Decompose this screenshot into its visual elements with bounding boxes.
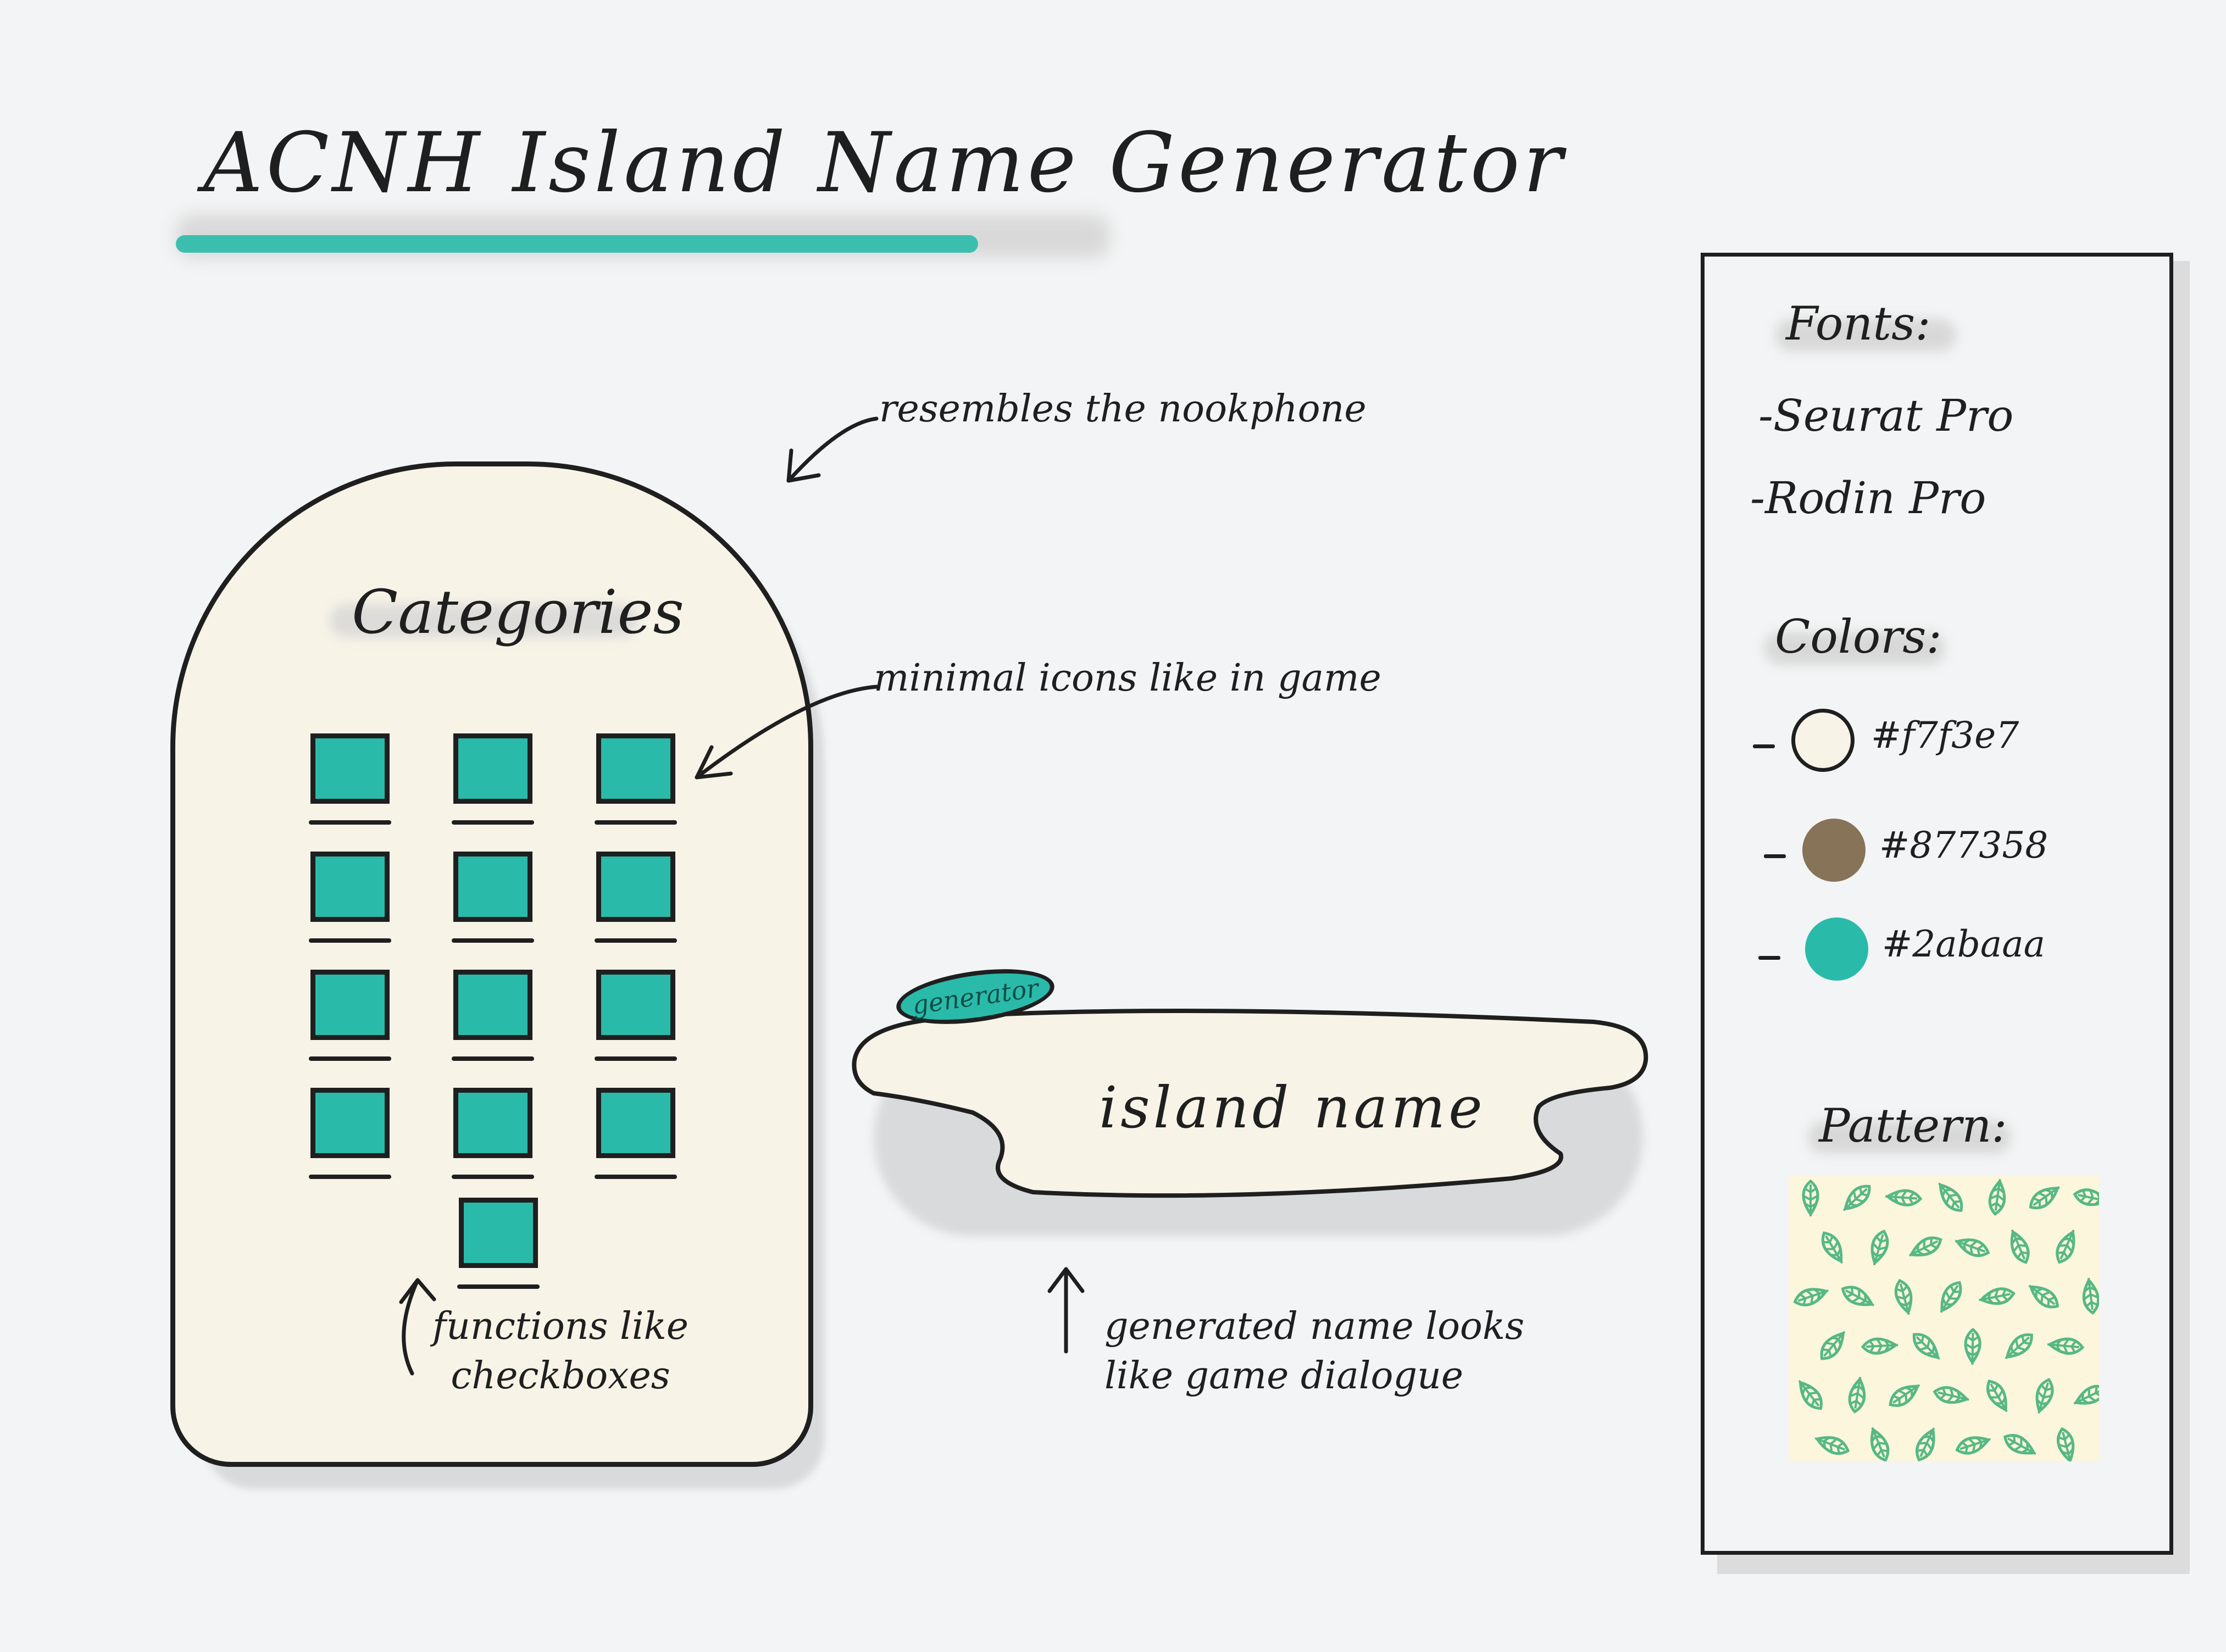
- leaf-icon: [1802, 1179, 1819, 1217]
- leaf-icon: [2073, 1384, 2099, 1405]
- category-checkbox[interactable]: [307, 1084, 393, 1162]
- leaf-icon: [1940, 1281, 1962, 1313]
- category-checkbox[interactable]: [592, 1084, 679, 1162]
- font-item: -Seurat Pro: [1758, 390, 2014, 441]
- leaf-icon: [1988, 1178, 2006, 1216]
- leaf-icon: [1964, 1327, 1981, 1365]
- pattern-heading: Pattern:: [1819, 1099, 2007, 1153]
- leaf-icon: [2056, 1230, 2075, 1264]
- leaf-icon: [2035, 1378, 2054, 1414]
- color-dash: [1764, 854, 1786, 858]
- title-underline: [176, 235, 978, 253]
- category-label-line: [309, 938, 391, 943]
- leaf-icon: [1979, 1287, 2016, 1305]
- leaf-icon: [2082, 1277, 2099, 1315]
- colors-heading-shadow: [1764, 632, 1945, 665]
- leaf-icon: [2047, 1337, 2085, 1355]
- leaf-icon: [1955, 1238, 1990, 1257]
- leaf-icon: [1842, 1184, 1871, 1211]
- category-label-line: [452, 1175, 534, 1179]
- color-dash: [1753, 744, 1775, 748]
- leaf-icon: [2003, 1434, 2036, 1455]
- font-item: -Rodin Pro: [1750, 472, 1986, 524]
- arrow-icon: [399, 1278, 436, 1376]
- category-label-line: [457, 1284, 540, 1289]
- leaf-icon: [1861, 1337, 1899, 1355]
- color-dash: [1758, 956, 1780, 960]
- color-swatch-teal: [1805, 917, 1868, 981]
- note-checkboxes: functions like checkboxes: [432, 1305, 689, 1398]
- leaf-icon: [2005, 1333, 2033, 1360]
- color-hex: #2abaaa: [1882, 923, 2045, 965]
- fonts-heading: Fonts:: [1786, 297, 1931, 351]
- category-checkbox[interactable]: [449, 848, 536, 926]
- categories-title: Categories: [352, 577, 684, 647]
- pattern-heading-shadow: [1808, 1121, 2011, 1154]
- arrow-icon: [786, 416, 879, 483]
- leaf-icon: [1870, 1427, 1890, 1461]
- category-label-line: [595, 938, 677, 943]
- leaf-icon: [1894, 1278, 1913, 1315]
- leaf-icon: [1848, 1376, 1866, 1414]
- arrow-icon: [1047, 1267, 1085, 1354]
- leaf-icon: [1841, 1286, 1874, 1306]
- category-label-line: [309, 1175, 391, 1179]
- leaf-icon: [1916, 1427, 1935, 1461]
- category-label-line: [452, 820, 534, 825]
- leaf-icon: [2057, 1427, 2075, 1461]
- leaf-icon: [2010, 1229, 2030, 1264]
- color-hex: #877358: [1879, 824, 2049, 866]
- leaf-icon: [2028, 1284, 2059, 1309]
- page-title: ACNH Island Name Generator: [203, 115, 1566, 211]
- leaf-pattern-swatch: [1789, 1176, 2099, 1461]
- leaf-icon: [1821, 1231, 1844, 1264]
- leaf-icon: [1793, 1288, 1829, 1306]
- arrow-icon: [695, 685, 879, 780]
- color-hex: #f7f3e7: [1871, 714, 2019, 757]
- leaf-icon: [1955, 1436, 1991, 1455]
- island-name-text: island name: [1099, 1074, 1486, 1141]
- leaf-icon: [1870, 1230, 1889, 1266]
- categories-title-shadow: [330, 604, 637, 637]
- fonts-heading-shadow: [1775, 319, 1956, 352]
- leaf-icon: [2073, 1188, 2099, 1206]
- category-label-line: [452, 938, 534, 943]
- color-swatch-brown: [1802, 819, 1866, 882]
- note-icons: minimal icons like in game: [874, 657, 1381, 700]
- category-label-line: [452, 1056, 534, 1061]
- category-checkbox[interactable]: [592, 966, 679, 1044]
- leaf-icon: [1986, 1380, 2008, 1412]
- category-checkbox[interactable]: [449, 1084, 536, 1162]
- dialogue-box: [852, 1009, 1648, 1198]
- leaf-icon: [1820, 1331, 1846, 1360]
- note-nookphone: resembles the nookphone: [879, 387, 1367, 431]
- category-checkbox[interactable]: [307, 966, 393, 1044]
- color-swatch-cream: [1791, 709, 1855, 772]
- note-dialogue: generated name looks like game dialogue: [1104, 1305, 1524, 1398]
- colors-heading: Colors:: [1775, 610, 1942, 664]
- category-label-line: [309, 820, 391, 825]
- category-checkbox[interactable]: [449, 730, 536, 808]
- category-label-line: [595, 820, 677, 825]
- category-label-line: [309, 1056, 391, 1061]
- leaf-icon: [2029, 1186, 2060, 1210]
- leaf-icon: [1938, 1182, 1963, 1212]
- category-checkbox[interactable]: [592, 848, 679, 926]
- leaf-icon: [1798, 1380, 1823, 1410]
- leaf-icon: [1814, 1436, 1850, 1455]
- category-checkbox[interactable]: [307, 848, 393, 926]
- leaf-pattern-icons: [1793, 1178, 2099, 1461]
- category-checkbox[interactable]: [307, 730, 393, 808]
- category-checkbox[interactable]: [455, 1194, 542, 1272]
- leaf-icon: [1885, 1189, 1923, 1206]
- leaf-icon: [1912, 1333, 1940, 1360]
- category-checkbox[interactable]: [449, 966, 536, 1044]
- leaf-icon: [1889, 1384, 1920, 1407]
- category-checkbox[interactable]: [592, 730, 679, 808]
- category-label-line: [595, 1056, 677, 1061]
- leaf-icon: [1908, 1236, 1942, 1257]
- leaf-icon: [1933, 1386, 1969, 1404]
- category-label-line: [595, 1175, 677, 1179]
